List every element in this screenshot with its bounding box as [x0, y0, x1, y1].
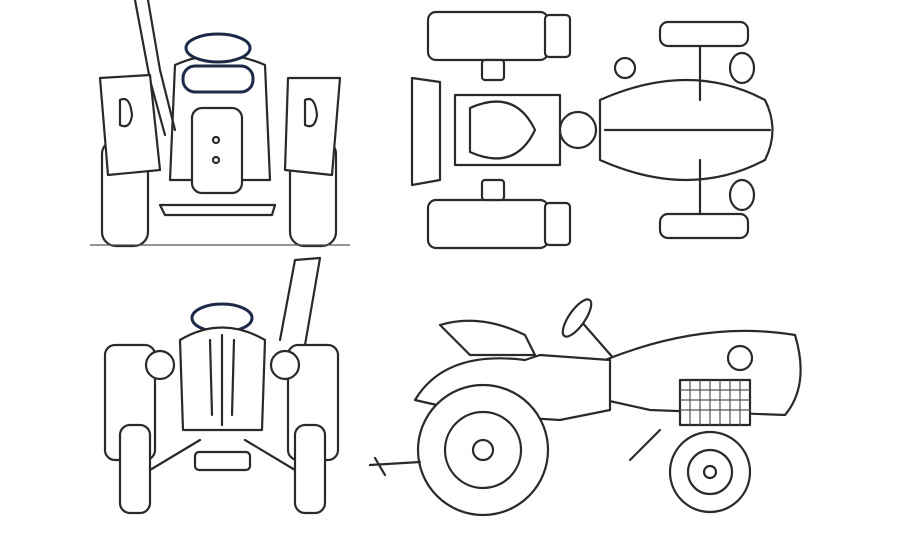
tractor-top-view	[410, 10, 774, 250]
exhaust-pipe-front	[278, 256, 322, 347]
front-wheel-side	[668, 430, 752, 514]
right-headlight	[269, 349, 301, 381]
radiator-grille	[678, 378, 752, 427]
left-front-wheel	[118, 423, 152, 515]
seat	[181, 64, 255, 94]
hood-side	[603, 329, 802, 417]
tow-hitch	[368, 456, 422, 477]
left-front-wheel-top	[658, 20, 750, 48]
tractor-rear-view	[90, 0, 350, 248]
rear-housing	[190, 106, 244, 195]
rear-wheel-side	[416, 383, 550, 517]
steering-wheel	[184, 32, 252, 64]
tractor-front-view	[103, 256, 340, 515]
right-rear-wheel-top	[426, 198, 550, 250]
left-headlight	[144, 349, 176, 381]
seat-side	[438, 319, 537, 357]
tractor-side-view	[368, 298, 802, 517]
right-front-wheel-top	[658, 212, 750, 240]
right-front-wheel	[293, 423, 327, 515]
left-rear-wheel-top	[426, 10, 550, 62]
drawbar	[158, 203, 277, 217]
rear-implement	[410, 76, 442, 187]
steering-wheel-side	[561, 298, 593, 338]
seat-top	[468, 100, 537, 160]
steering-wheel-top	[558, 110, 598, 150]
left-fender	[98, 73, 162, 177]
